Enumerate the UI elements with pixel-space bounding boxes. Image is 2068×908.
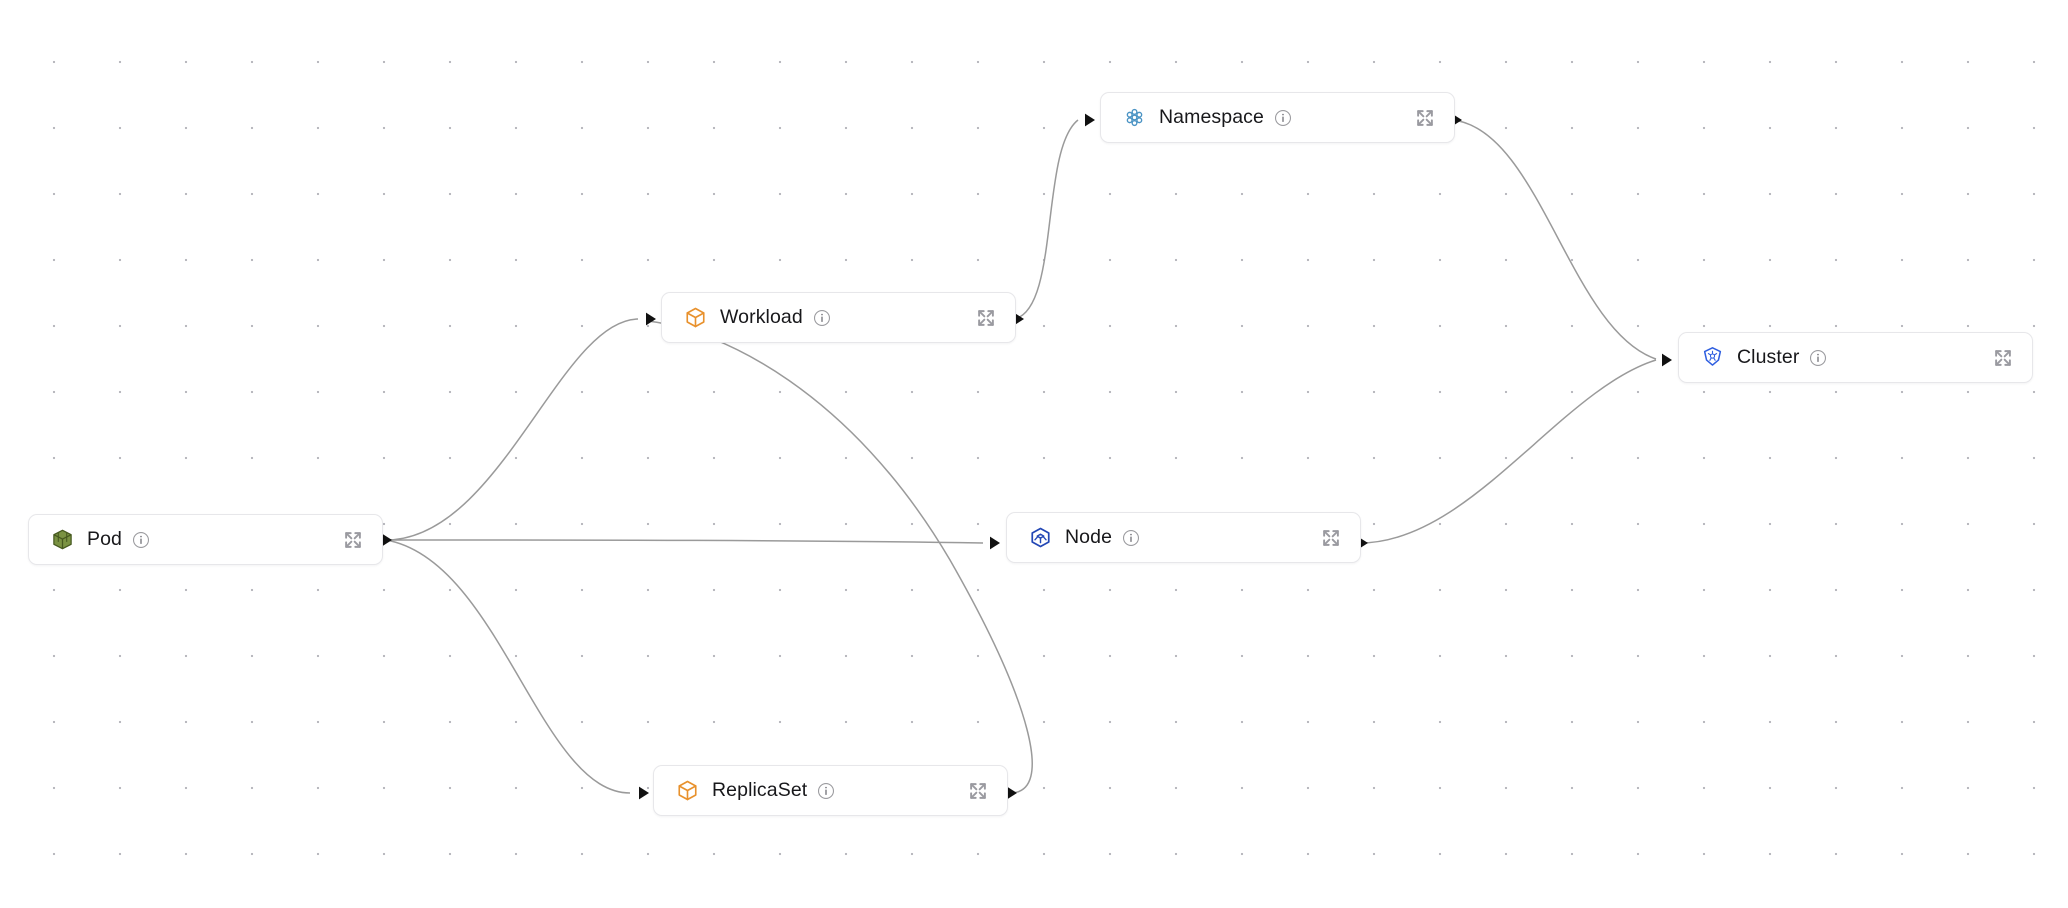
graph-edge [385,318,639,541]
pod-icon [51,528,74,551]
edge-arrowhead [990,536,1000,550]
graph-node-cluster[interactable]: Cluster [1678,332,2033,383]
node-label: Cluster [1737,345,1800,368]
edge-arrowhead [646,312,656,326]
node-label: ReplicaSet [712,778,808,801]
node-label: Workload [720,305,803,328]
graph-edge [385,539,631,794]
workload-cube-icon [684,306,707,329]
edge-arrowhead [382,533,392,547]
node-label: Namespace [1159,105,1264,128]
edge-arrowhead [1662,353,1672,367]
graph-edge [385,539,984,544]
node-cube-icon [1029,526,1052,549]
node-label: Pod [87,527,122,550]
graph-node-pod[interactable]: Pod [28,514,383,565]
graph-node-namespace[interactable]: Namespace [1100,92,1455,143]
graph-edge [1359,359,1657,544]
expand-icon[interactable] [975,307,997,329]
namespace-icon [1123,106,1146,129]
info-icon[interactable] [817,782,835,800]
graph-edge [647,320,1033,794]
graph-node-node[interactable]: Node [1006,512,1361,563]
info-icon[interactable] [1809,349,1827,367]
graph-edges [385,119,1657,794]
info-icon[interactable] [1274,109,1292,127]
graph-edge [1452,119,1657,360]
expand-icon[interactable] [1320,527,1342,549]
expand-icon[interactable] [1414,107,1436,129]
edge-arrowhead [639,786,649,800]
edge-arrowhead [1085,113,1095,127]
info-icon[interactable] [132,531,150,549]
expand-icon[interactable] [967,780,989,802]
info-icon[interactable] [813,309,831,327]
node-label: Node [1065,525,1113,548]
replicaset-cube-icon [676,779,699,802]
kubernetes-cluster-icon [1701,346,1724,369]
expand-icon[interactable] [342,529,364,551]
edge-arrowhead [1007,786,1017,800]
graph-edge [1013,119,1079,320]
graph-node-replicaset[interactable]: ReplicaSet [653,765,1008,816]
graph-node-workload[interactable]: Workload [661,292,1016,343]
graph-arrowheads [382,113,1672,800]
expand-icon[interactable] [1992,347,2014,369]
info-icon[interactable] [1122,529,1140,547]
